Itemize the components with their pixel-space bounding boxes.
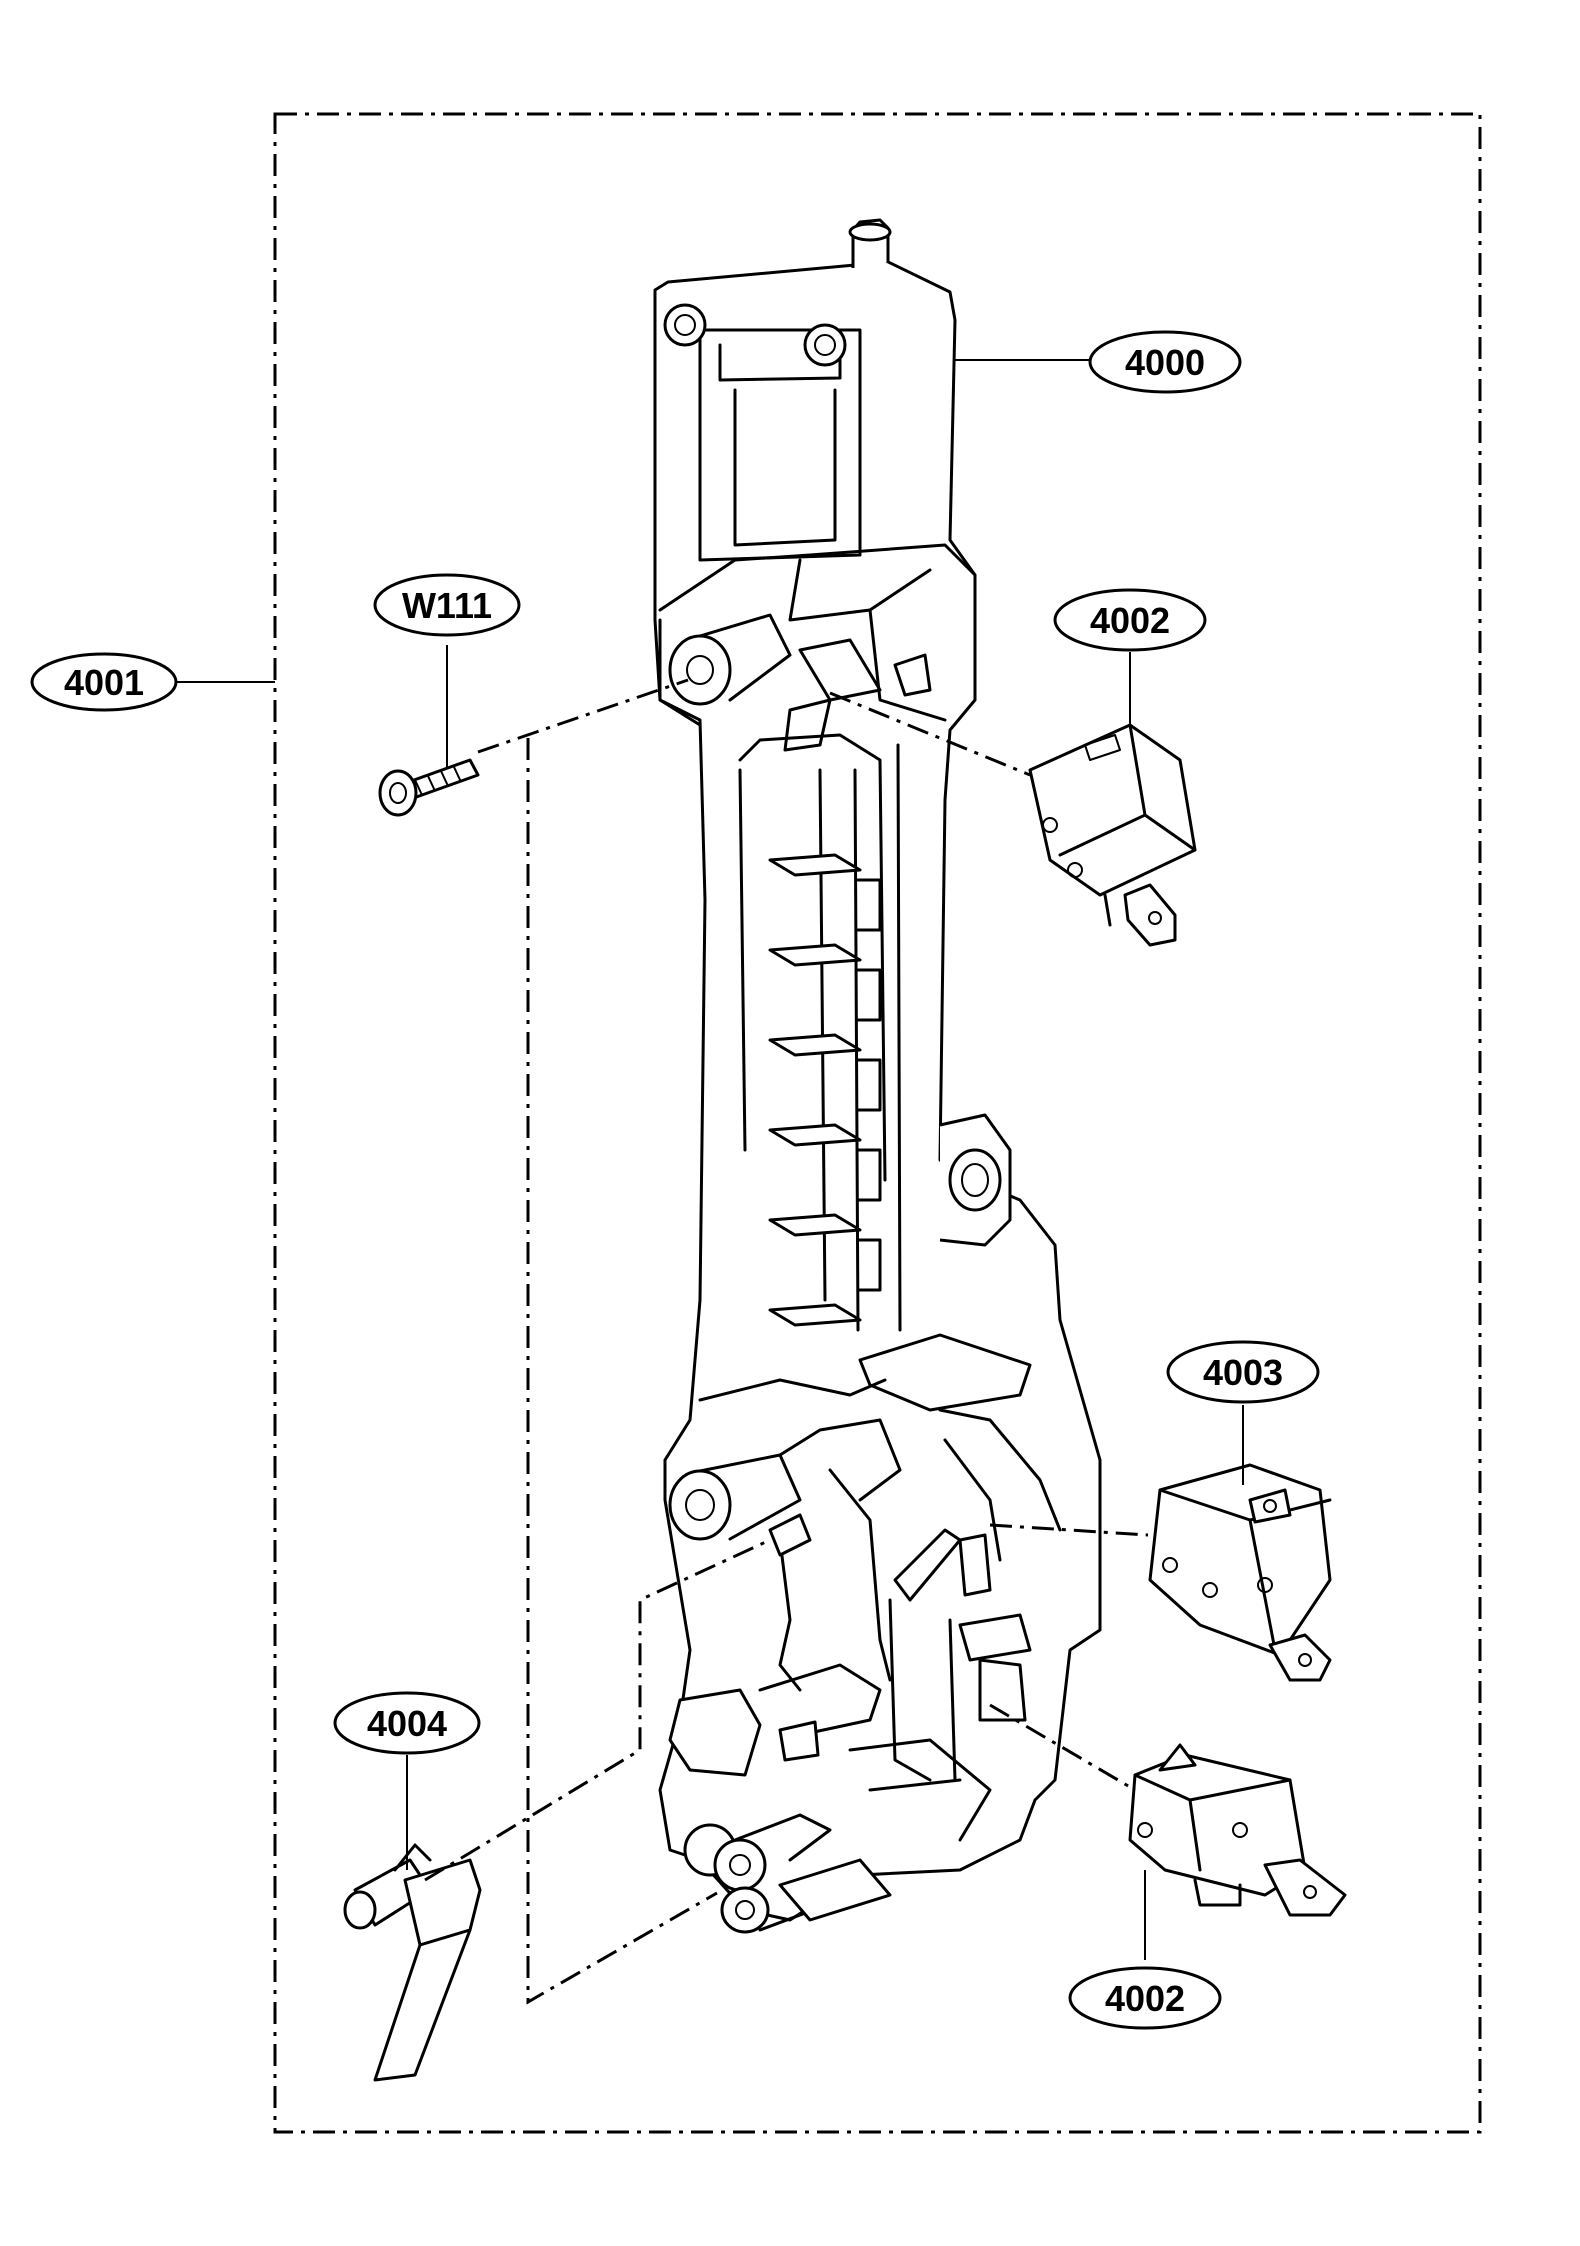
- callout-4002-lower: 4002: [1068, 1966, 1222, 2030]
- callout-4001: 4001: [30, 652, 178, 712]
- callout-4002-lower-label: 4002: [1105, 1978, 1185, 2019]
- callout-4004-label: 4004: [367, 1703, 447, 1744]
- callout-4002-upper-label: 4002: [1090, 600, 1170, 641]
- assembly-boundary: [273, 112, 1482, 2134]
- callout-4000: 4000: [1088, 330, 1242, 394]
- latch-lever-part: [343, 1843, 482, 2082]
- callout-4002-upper: 4002: [1053, 588, 1207, 652]
- callout-4000-label: 4000: [1125, 342, 1205, 383]
- microswitch-lower-part: [1128, 1743, 1347, 1917]
- microswitch-middle-part: [1148, 1463, 1332, 1682]
- assembly-lines: [424, 678, 1149, 2005]
- door-latch-holder-part: [653, 218, 1102, 1934]
- microswitch-upper-part: [1028, 723, 1197, 947]
- callout-w111-label: W111: [402, 585, 492, 626]
- callout-4001-label: 4001: [64, 662, 144, 703]
- leader-lines: [175, 359, 1244, 1960]
- callout-4003-label: 4003: [1203, 1352, 1283, 1393]
- callout-4003: 4003: [1166, 1340, 1320, 1404]
- screw-part: [378, 758, 480, 817]
- holder-ribs: [768, 853, 862, 1327]
- callout-w111: W111: [373, 573, 521, 637]
- callout-4004: 4004: [333, 1691, 481, 1755]
